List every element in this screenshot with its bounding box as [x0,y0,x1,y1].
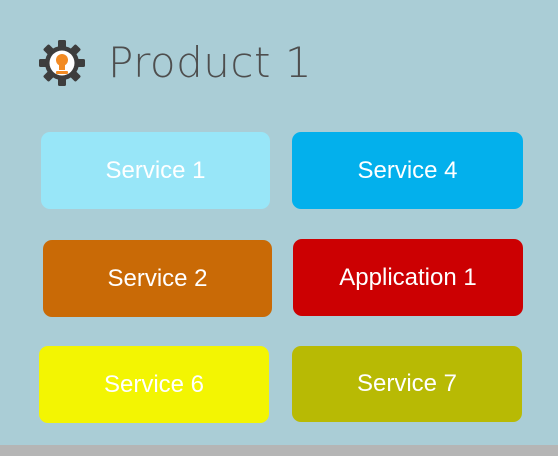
tile-label: Service 4 [357,156,458,184]
product-header: Product 1 [38,38,312,87]
product-title: Product 1 [108,38,313,87]
tile-label: Service 6 [103,370,205,398]
tile-label: Application 1 [339,263,477,291]
gear-lightbulb-icon [39,39,85,86]
product-panel: Product 1 Service 1 Service 4 Service 2 … [0,0,558,445]
service-1-tile[interactable]: Service 1 [41,132,270,209]
service-2-tile[interactable]: Service 2 [43,240,272,317]
service-7-tile[interactable]: Service 7 [292,346,522,422]
application-1-tile[interactable]: Application 1 [293,239,523,316]
service-6-tile[interactable]: Service 6 [39,346,269,423]
tile-label: Service 2 [107,264,208,292]
tile-label: Service 7 [356,370,458,397]
service-4-tile[interactable]: Service 4 [292,132,523,209]
tile-label: Service 1 [105,156,206,184]
